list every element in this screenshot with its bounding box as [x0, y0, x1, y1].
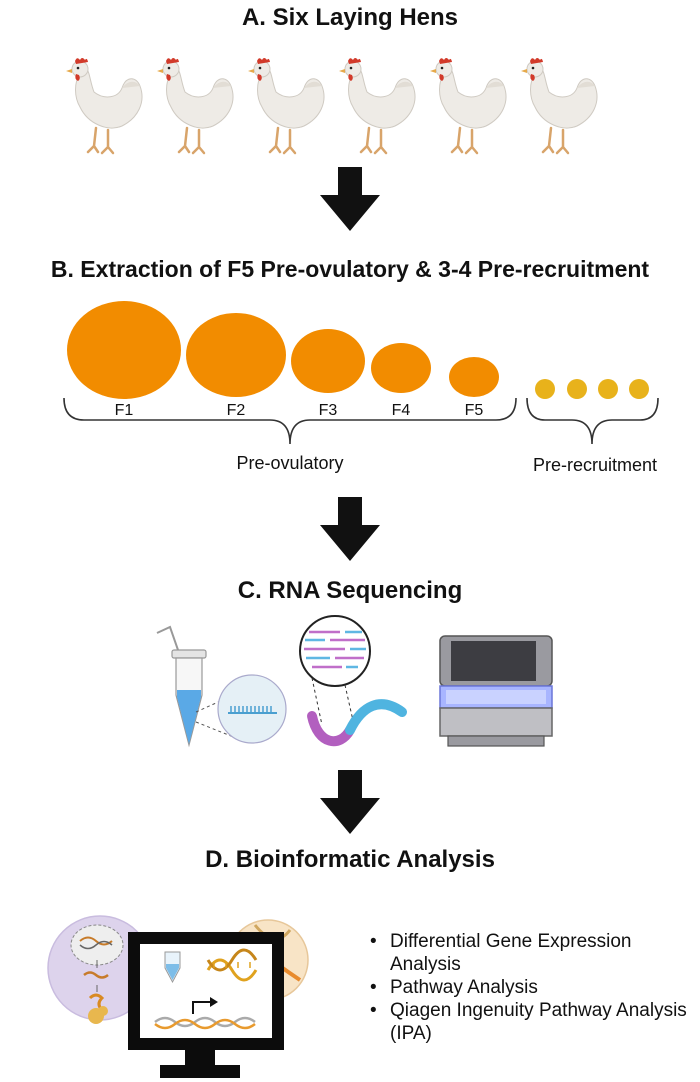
dna-icon — [206, 948, 258, 982]
hen-icon — [248, 58, 325, 155]
analysis-item: Differential Gene Expression Analysis — [370, 930, 690, 976]
sequencer-icon — [439, 635, 553, 747]
preovulatory-label: Pre-ovulatory — [236, 453, 344, 473]
follicles-diagram — [63, 301, 659, 445]
follicle-f2 — [186, 313, 286, 397]
follicle-label-f5: F5 — [464, 402, 484, 419]
prerecruitment-follicle — [629, 379, 649, 399]
down-arrow-icon — [320, 167, 380, 231]
follicle-f1 — [67, 301, 181, 399]
bioinformatics-illustration — [47, 915, 309, 1078]
section-b-title: B. Extraction of F5 Pre-ovulatory & 3-4 … — [50, 256, 650, 282]
hen-icon — [521, 58, 598, 155]
analysis-item: Qiagen Ingenuity Pathway Analysis (IPA) — [370, 999, 690, 1045]
follicle-f4 — [371, 343, 431, 393]
hen-icon — [430, 58, 507, 155]
follicle-label-f4: F4 — [391, 402, 411, 419]
hen-icon — [157, 58, 234, 155]
hen-icon — [339, 58, 416, 155]
rna-sequencing-illustration — [156, 615, 553, 748]
microtube-icon — [156, 625, 287, 748]
analysis-list: Differential Gene Expression Analysis Pa… — [370, 930, 690, 1045]
computer-monitor-icon — [128, 932, 284, 1078]
section-a-title: A. Six Laying Hens — [241, 4, 459, 31]
follicle-f5 — [449, 357, 499, 397]
hen-row — [60, 52, 640, 157]
section-c-title: C. RNA Sequencing — [237, 577, 463, 604]
follicle-label-f3: F3 — [318, 402, 338, 419]
follicle-f3 — [291, 329, 365, 393]
down-arrow-icon — [320, 497, 380, 561]
down-arrow-icon — [320, 770, 380, 834]
follicle-label-f1: F1 — [114, 402, 134, 419]
preovulatory-brace — [63, 397, 517, 445]
prerecruitment-label: Pre-recruitment — [532, 455, 658, 475]
section-d-title: D. Bioinformatic Analysis — [205, 846, 495, 873]
prerecruitment-brace — [526, 397, 659, 445]
follicle-label-f2: F2 — [226, 402, 246, 419]
prerecruitment-follicle — [535, 379, 555, 399]
prerecruitment-follicle — [567, 379, 587, 399]
rna-strand-icon — [299, 615, 407, 747]
analysis-item: Pathway Analysis — [370, 976, 690, 999]
prerecruitment-follicle — [598, 379, 618, 399]
hen-icon — [66, 58, 143, 155]
